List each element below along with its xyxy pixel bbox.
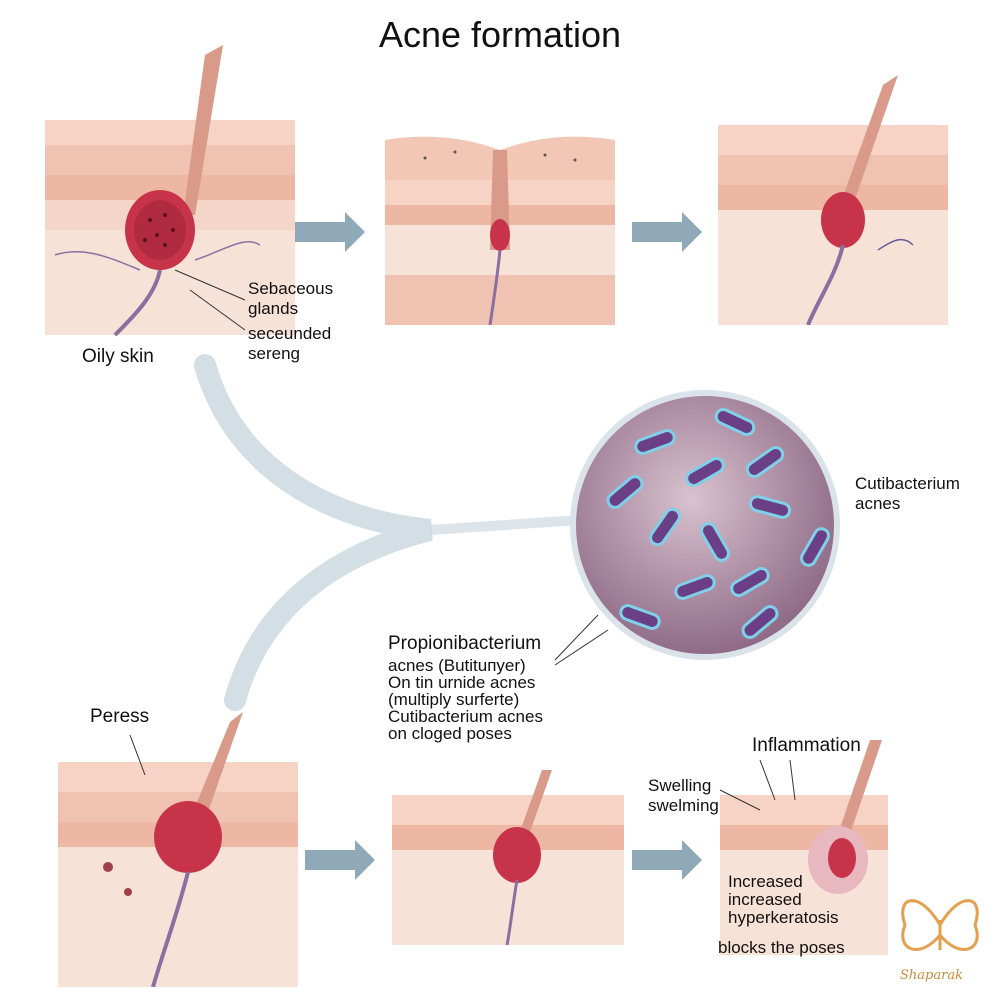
label-cutibacterium-2: acnes [855, 494, 901, 513]
label-propioni: Propionibacterium [388, 633, 542, 654]
label-propioni-4: (multiply surferte) [388, 690, 520, 709]
label-increased: Increased [728, 872, 803, 891]
label-swelling: Swelling [648, 776, 712, 795]
butterfly-logo-icon [901, 899, 979, 951]
label-propioni-5: Cutibacterium acnes [388, 707, 543, 726]
arrow-icon [632, 212, 702, 252]
label-propioni-2: acnes (Butituпyer) [388, 656, 526, 675]
label-secunded: secеunded [248, 324, 332, 343]
label-secunded-2: sereng [248, 344, 300, 363]
label-propioni-3: On tin urnide acnes [388, 673, 536, 692]
arrow-icon [632, 840, 702, 880]
label-oily-skin: Oily skin [82, 346, 154, 367]
bacteria-magnified-view [570, 390, 840, 660]
label-swelling-2: swelming [648, 796, 719, 815]
label-blocks: blocks the poses [718, 938, 845, 957]
arrow-icon [295, 212, 365, 252]
panel-pores [58, 712, 298, 987]
label-sebaceous: Sebaceous [248, 279, 334, 298]
logo-text: Shaparak [900, 968, 963, 983]
label-propioni-6: on cloged poses [388, 724, 512, 743]
label-inflammation: Inflammation [752, 735, 861, 756]
label-cutibacterium: Cutibacterium [855, 474, 960, 493]
label-increased-2: increased [728, 890, 802, 909]
arrow-icon [305, 840, 375, 880]
label-increased-3: hyperkeratosis [728, 908, 839, 927]
panel-infected-pore [718, 75, 948, 325]
panel-clogged-pore [385, 136, 615, 325]
label-sebaceous-2: glands [248, 299, 299, 318]
panel-multiply [392, 770, 624, 945]
page-title: Acne formation [378, 14, 622, 55]
panel-inflammation [720, 740, 888, 955]
panel-oily-skin [45, 45, 295, 337]
label-peress: Peress [90, 706, 150, 727]
